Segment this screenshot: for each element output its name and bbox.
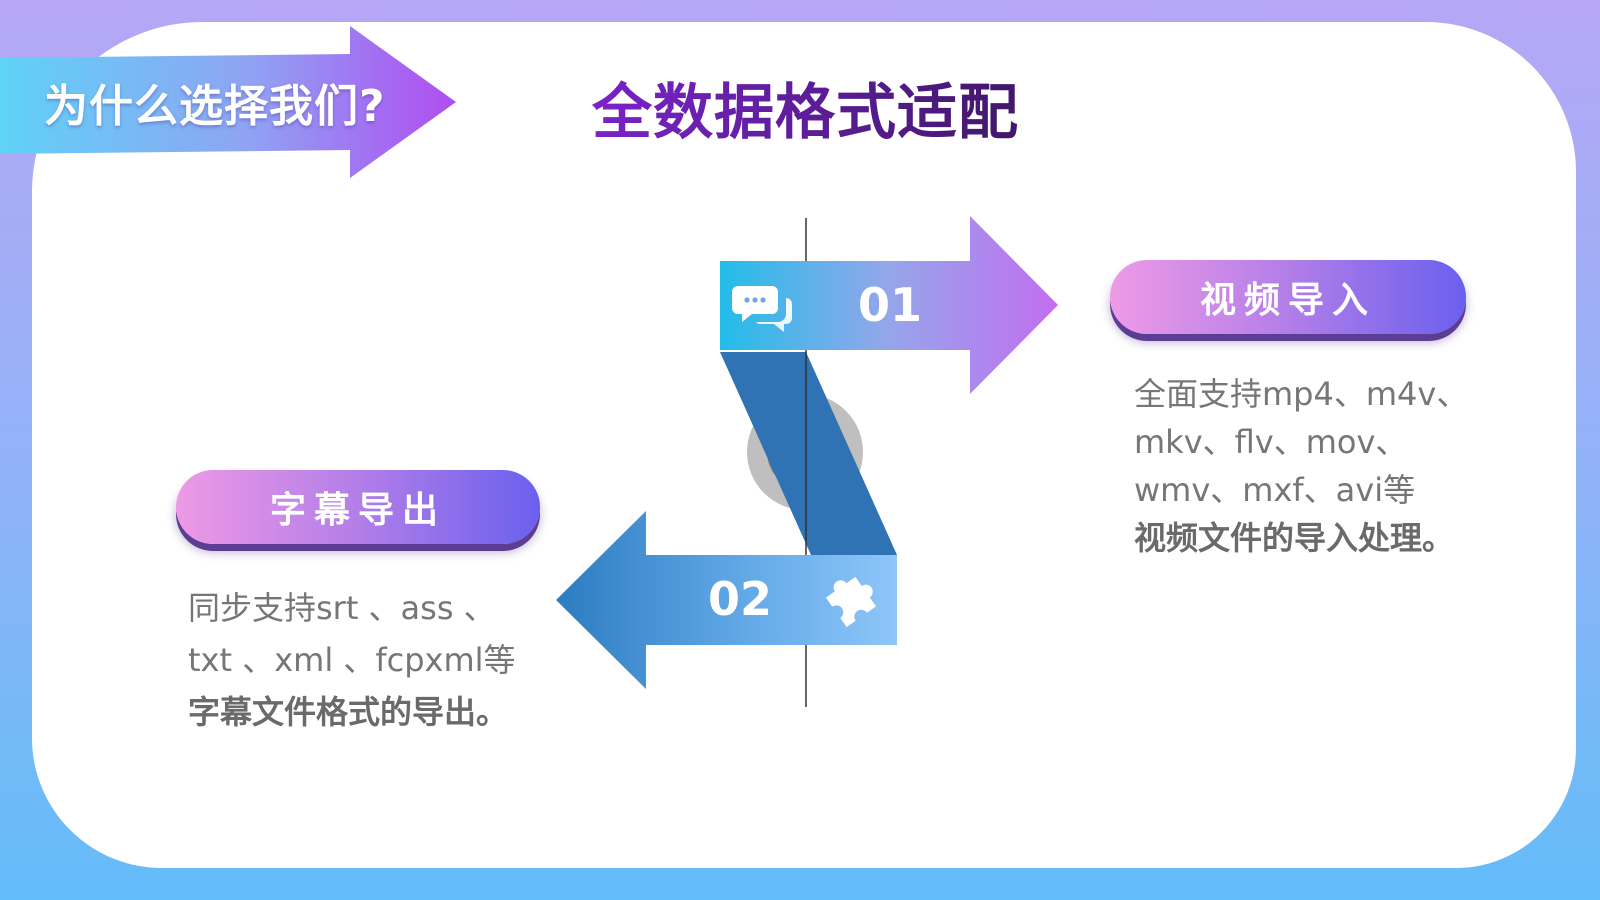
step-01-heading-pill: 视频导入 <box>1110 260 1466 334</box>
chat-bubbles-icon <box>732 286 792 332</box>
description-line: 同步支持srt 、ass 、 <box>188 589 496 627</box>
page-title: 全数据格式适配 <box>592 64 1019 151</box>
header-tag-label: 为什么选择我们? <box>44 81 386 132</box>
step-01-description: 全面支持mp4、m4v、 mkv、flv、mov、 wmv、mxf、avi等 视… <box>1134 370 1534 562</box>
step-02-heading: 字幕导出 <box>269 490 446 531</box>
description-line: 全面支持mp4、m4v、 <box>1134 375 1469 413</box>
connector-band <box>720 352 897 555</box>
step-01-arrow <box>720 216 1058 394</box>
step-01-number: 01 <box>858 278 923 332</box>
description-emphasis: 视频文件的导入处理。 <box>1134 519 1455 557</box>
step-02-heading-pill: 字幕导出 <box>176 470 540 544</box>
step-02-arrow <box>556 511 897 689</box>
step-02-description: 同步支持srt 、ass 、 txt 、xml 、fcpxml等 字幕文件格式的… <box>188 582 568 738</box>
description-line: wmv、mxf、avi等 <box>1134 471 1416 509</box>
header-tag-arrow <box>0 26 456 178</box>
description-emphasis: 字幕文件格式的导出。 <box>188 693 509 731</box>
description-line: txt 、xml 、fcpxml等 <box>188 641 516 679</box>
puzzle-icon <box>825 576 877 628</box>
description-line: mkv、flv、mov、 <box>1134 423 1408 461</box>
step-01-heading: 视频导入 <box>1199 280 1376 321</box>
step-02-number: 02 <box>708 572 773 626</box>
